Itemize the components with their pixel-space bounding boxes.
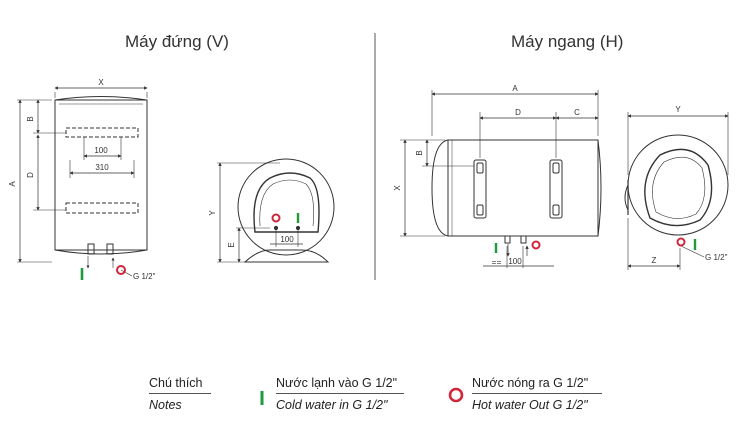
dim-eq-left: = — [492, 258, 497, 267]
legend-cold-rule — [276, 393, 404, 394]
label-g12-horizontal: G 1/2" — [705, 253, 728, 262]
horizontal-side-view — [624, 112, 729, 270]
legend-hot-rule — [472, 393, 602, 394]
dim-x-horizontal: X — [393, 185, 402, 191]
hot-water-marker-vertical — [116, 265, 126, 275]
dim-100-side: 100 — [280, 235, 294, 244]
horizontal-body — [447, 139, 599, 237]
dim-y-vertical: Y — [208, 210, 217, 216]
vertical-body — [54, 99, 148, 251]
dim-d-horizontal: D — [515, 108, 521, 117]
dim-e: E — [227, 242, 236, 247]
legend-notes-rule — [149, 393, 211, 394]
legend-hot-icon — [448, 387, 464, 403]
dim-y-horizontal: Y — [675, 105, 681, 114]
legend-hot: Nước nóng ra G 1/2" Hot water Out G 1/2" — [472, 376, 602, 412]
lower-flange-dashed — [65, 202, 139, 214]
legend-notes: Chú thích Notes — [149, 376, 211, 412]
horizontal-front-view — [400, 90, 602, 268]
dim-b-horizontal: B — [415, 150, 424, 155]
hot-water-marker-side — [271, 213, 281, 223]
upper-flange-dashed — [65, 127, 139, 138]
hot-water-marker-horizontal-side — [676, 237, 686, 247]
dim-a-horizontal: A — [512, 84, 518, 93]
legend-cold-en: Cold water in G 1/2" — [276, 398, 388, 412]
legend-hot-vi: Nước nóng ra G 1/2" — [472, 376, 589, 390]
legend-cold-vi: Nước lạnh vào G 1/2" — [276, 376, 398, 390]
label-g12-vertical: G 1/2" — [133, 272, 156, 281]
dim-c: C — [574, 108, 580, 117]
dim-eq-right: = — [497, 258, 502, 267]
legend-notes-en: Notes — [149, 398, 182, 412]
legend-cold: Nước lạnh vào G 1/2" Cold water in G 1/2… — [276, 376, 404, 412]
dim-d-vertical: D — [26, 172, 35, 178]
vertical-front-view — [17, 86, 148, 277]
title-vertical: Máy đứng (V) — [125, 32, 229, 51]
dim-a-vertical: A — [8, 181, 17, 187]
legend-notes-vi: Chú thích — [149, 376, 203, 390]
dim-x-vertical: X — [98, 78, 104, 87]
vertical-side-view — [217, 158, 335, 263]
legend-hot-en: Hot water Out G 1/2" — [472, 398, 588, 412]
dim-100-vertical: 100 — [94, 146, 108, 155]
dim-z: Z — [652, 256, 657, 265]
dim-100-horizontal: 100 — [508, 257, 522, 266]
dim-b-vertical: B — [26, 116, 35, 121]
hot-water-marker-horizontal — [531, 240, 541, 250]
title-horizontal: Máy ngang (H) — [511, 32, 624, 51]
dim-310: 310 — [95, 163, 109, 172]
